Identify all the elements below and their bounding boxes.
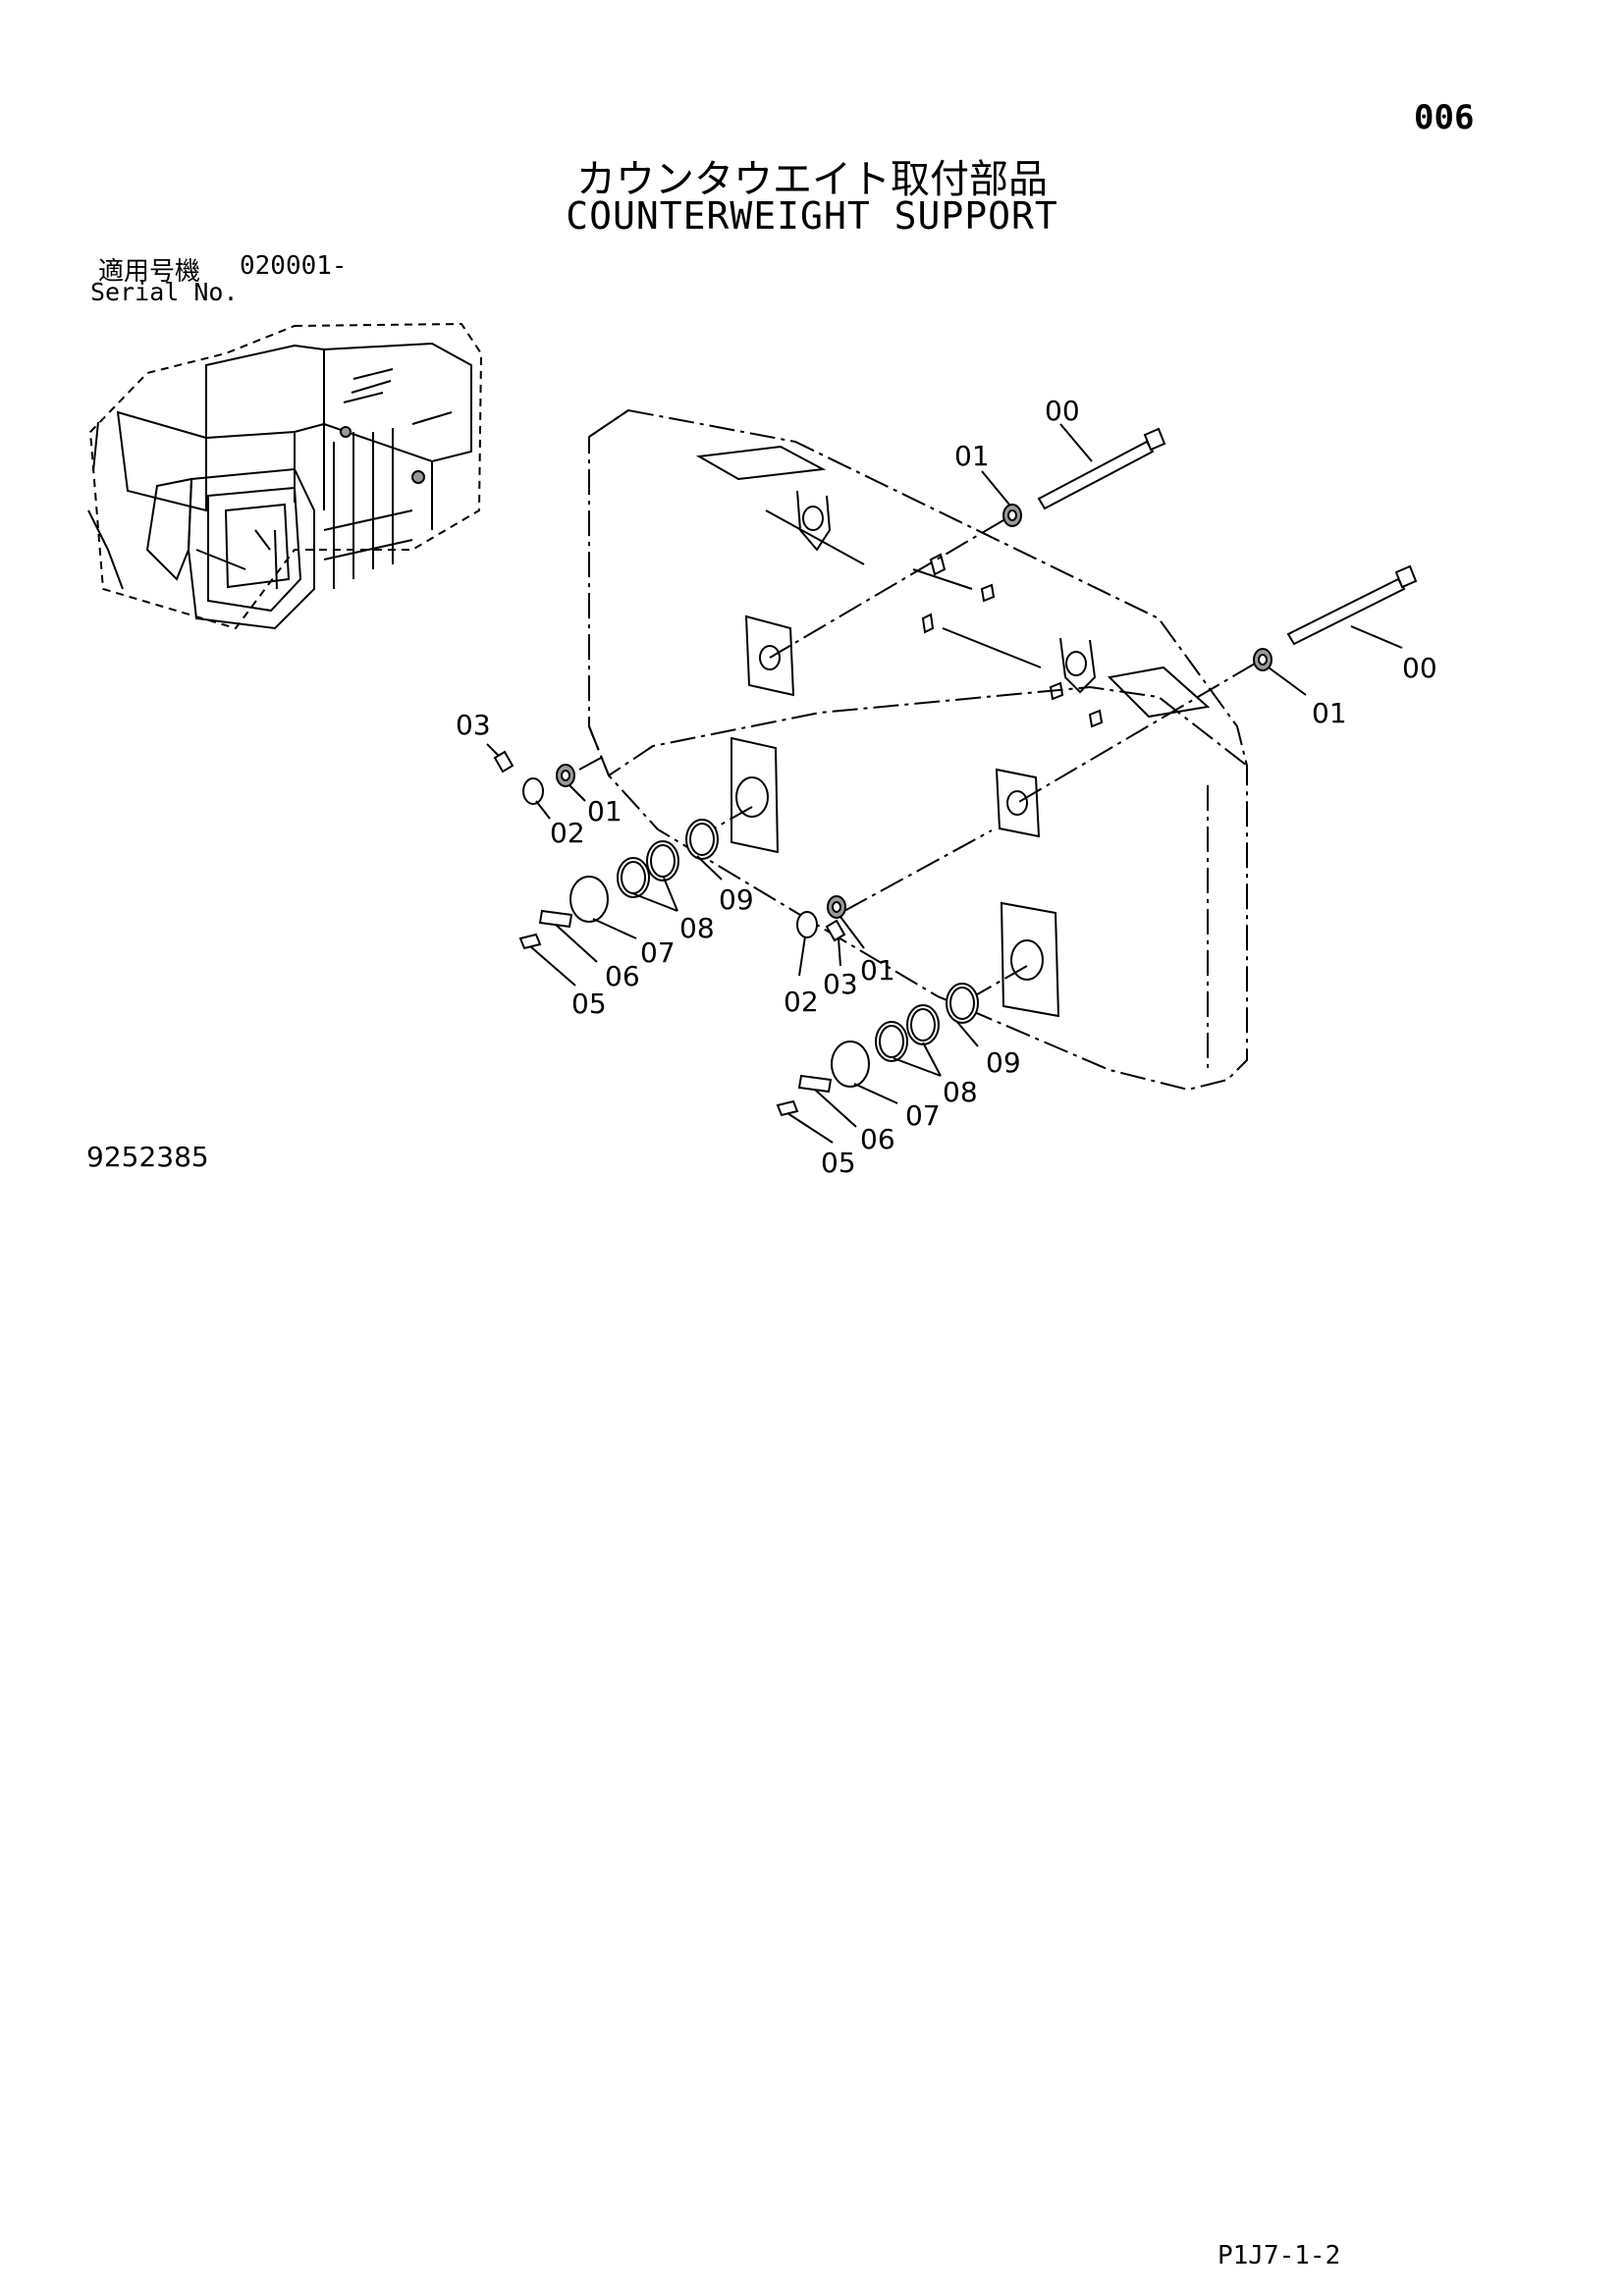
bolt-parts bbox=[578, 427, 1418, 998]
callout-label: 06 bbox=[860, 1123, 895, 1155]
callout-label: 00 bbox=[1045, 395, 1080, 427]
page-code: P1J7-1-2 bbox=[1218, 2241, 1341, 2270]
callout-label: 02 bbox=[550, 817, 585, 849]
drawing-number: 9252385 bbox=[86, 1141, 209, 1173]
callout-label: 05 bbox=[571, 988, 607, 1020]
callout-label: 01 bbox=[954, 440, 990, 472]
hardware-parts bbox=[493, 504, 1272, 1117]
machine-overview-illustration bbox=[87, 322, 483, 630]
callout-label: 01 bbox=[1312, 697, 1347, 729]
leader-lines bbox=[486, 423, 1403, 1144]
callout-label: 05 bbox=[821, 1147, 856, 1179]
page-number: 006 bbox=[1414, 98, 1475, 137]
callout-label: 01 bbox=[860, 954, 895, 987]
callout-label: 07 bbox=[905, 1099, 941, 1132]
callout-label: 08 bbox=[943, 1076, 978, 1108]
callout-label: 03 bbox=[456, 709, 491, 741]
callout-label: 09 bbox=[986, 1046, 1021, 1079]
callout-label: 08 bbox=[679, 912, 715, 944]
page-title-english: COUNTERWEIGHT SUPPORT bbox=[566, 194, 1058, 238]
callout-label: 06 bbox=[605, 960, 640, 992]
callout-label: 09 bbox=[719, 883, 754, 916]
counterweight-body bbox=[588, 408, 1248, 1092]
callout-labels: 00 01 00 01 03 01 02 09 08 07 06 05 01 0… bbox=[456, 395, 1437, 1179]
serial-number: 020001- bbox=[240, 251, 348, 281]
callout-label: 02 bbox=[784, 986, 819, 1018]
callout-label: 00 bbox=[1402, 652, 1437, 684]
page-title-japanese: カウンタウエイト取付部品 bbox=[576, 157, 1048, 202]
callout-label: 03 bbox=[823, 968, 858, 1000]
serial-label-english: Serial No. bbox=[90, 278, 239, 306]
callout-label: 01 bbox=[587, 795, 623, 828]
serial-label-japanese: 適用号機 bbox=[98, 257, 201, 287]
callout-label: 07 bbox=[640, 936, 676, 969]
